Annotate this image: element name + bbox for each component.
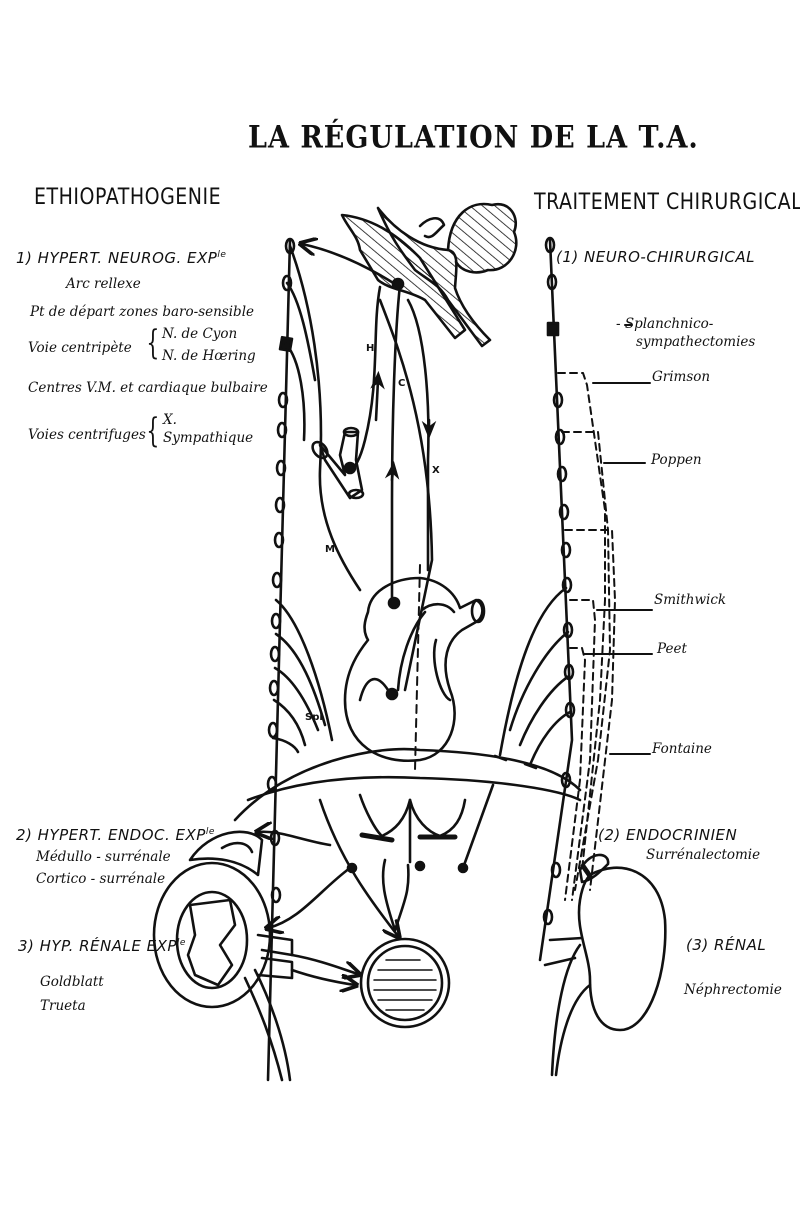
diagram-title: LA RÉGULATION DE LA T.A. xyxy=(248,119,699,156)
cortico-surrenale-text: Cortico - surrénale xyxy=(36,871,166,887)
procedure-fontaine: Fontaine xyxy=(652,741,712,757)
trueta-text: Trueta xyxy=(40,998,86,1014)
arrows-to-vessel xyxy=(258,798,410,985)
n-de-hoering-text: N. de Hœring xyxy=(162,348,256,364)
centripete-brace-icon: { xyxy=(146,323,160,363)
brainstem-drawing xyxy=(340,202,518,348)
section3-renal-label: 3) HYP. RÉNALE EXPle xyxy=(18,937,186,955)
procedure-peet: Peet xyxy=(657,641,687,657)
procedure-smithwick: Smithwick xyxy=(654,592,727,608)
right-kidney-drawing xyxy=(543,853,667,1077)
arc-reflexe-text: Arc rellexe xyxy=(66,276,141,292)
section1-neurogenic-sup: le xyxy=(217,250,227,260)
renal-label: (3) RÉNAL xyxy=(686,936,767,954)
centrifuges-brace-icon: { xyxy=(146,411,160,451)
label-m: M xyxy=(325,544,335,555)
voie-centripete-text: Voie centripète xyxy=(28,340,132,356)
label-x: X xyxy=(432,465,440,476)
goldblatt-text: Goldblatt xyxy=(40,974,104,990)
label-c: C xyxy=(398,378,406,389)
procedure-poppen: Poppen xyxy=(651,452,702,468)
section3-renal-text: 3) HYP. RÉNALE EXP xyxy=(18,937,177,955)
right-column-heading: TRAITEMENT CHIRURGICAL xyxy=(534,189,800,215)
voies-centrifuges-text: Voies centrifuges xyxy=(28,427,146,443)
left-column-heading: ETHIOPATHOGENIE xyxy=(34,184,222,210)
procedure-grimson: Grimson xyxy=(652,369,711,385)
x-branch-text: X. xyxy=(163,412,177,428)
section3-renal-sup: le xyxy=(176,938,186,948)
right-sympathetic-chain xyxy=(538,236,576,962)
section1-neurogenic-label: 1) HYPERT. NEUROG. EXPle xyxy=(16,249,226,267)
neuro-chirurgical-label: (1) NEURO-CHIRURGICAL xyxy=(556,248,755,266)
diaphragm-line xyxy=(233,747,582,822)
medullo-surrenale-text: Médullo - surrénale xyxy=(36,849,171,865)
nerve-pathways xyxy=(302,244,437,692)
endocrinien-label: (2) ENDOCRINIEN xyxy=(598,826,738,844)
coeliac-ganglia xyxy=(346,783,495,874)
section1-neurogenic-text: 1) HYPERT. NEUROG. EXP xyxy=(16,249,218,267)
heart-drawing xyxy=(343,576,486,763)
n-de-cyon-text: N. de Cyon xyxy=(162,326,238,342)
splanchnico-text: - Splanchnico- xyxy=(616,316,714,332)
left-sympathetic-chain xyxy=(266,237,362,1082)
right-splanchnic-nerves xyxy=(493,586,572,770)
centres-vm-text: Centres V.M. et cardiaque bulbaire xyxy=(28,380,268,396)
sympathique-text: Sympathique xyxy=(163,430,254,446)
procedure-leader-lines xyxy=(583,324,653,755)
section2-endocrine-label: 2) HYPERT. ENDOC. EXPle xyxy=(16,826,215,844)
left-kidney-drawing xyxy=(152,830,294,1082)
left-splanchnic-nerves xyxy=(271,598,334,754)
carotid-sinus-drawing xyxy=(311,426,365,500)
vagal-dashed-line xyxy=(414,564,421,771)
vessel-cross-section xyxy=(359,937,451,1029)
label-h: H xyxy=(366,343,375,354)
section2-endocrine-sup: le xyxy=(205,827,215,837)
surgical-resection-lines xyxy=(557,372,616,901)
sympathectomies-text: sympathectomies xyxy=(636,334,756,350)
surrenalectomie-text: Surrénalectomie xyxy=(646,847,761,863)
nephrectomie-text: Néphrectomie xyxy=(684,982,782,998)
depart-zones-text: Pt de départ zones baro-sensible xyxy=(30,304,254,320)
section2-endocrine-text: 2) HYPERT. ENDOC. EXP xyxy=(16,826,206,844)
